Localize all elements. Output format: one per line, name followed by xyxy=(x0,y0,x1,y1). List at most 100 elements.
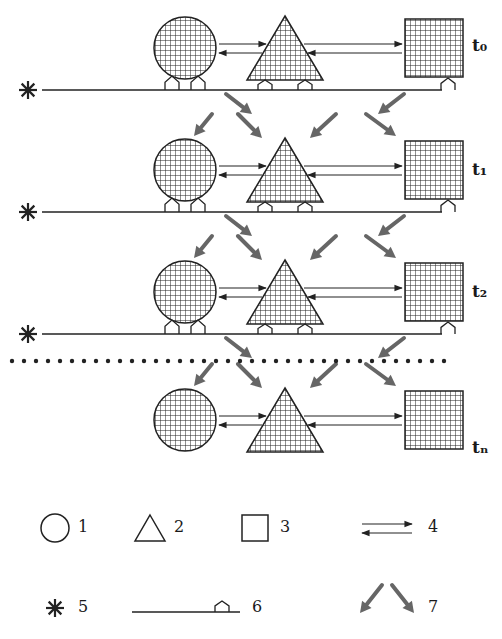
exchange-arrow xyxy=(219,296,262,297)
ellipsis-dot xyxy=(154,359,158,363)
exchange-arrow xyxy=(304,287,402,288)
ellipsis-dot xyxy=(310,359,314,363)
influence-arrow xyxy=(392,585,407,604)
influence-arrow xyxy=(201,114,212,127)
influence-arrow xyxy=(226,216,243,229)
influence-arrow xyxy=(366,114,387,129)
support-foot xyxy=(441,78,455,90)
exchange-arrow xyxy=(219,424,262,425)
influence-arrowhead xyxy=(384,125,396,136)
triangle-element xyxy=(135,515,165,541)
circle-element xyxy=(154,389,216,451)
exchange-arrow xyxy=(308,52,402,53)
support-foot xyxy=(298,324,312,334)
circle-element xyxy=(154,139,216,201)
exchange-arrow xyxy=(219,174,262,175)
legend-number: 7 xyxy=(428,598,438,616)
ellipsis-dot xyxy=(346,359,350,363)
influence-arrowhead xyxy=(378,225,390,236)
ellipsis-dot xyxy=(286,359,290,363)
time-row xyxy=(19,114,463,236)
substrate-line xyxy=(42,333,442,335)
legend-number: 1 xyxy=(78,518,88,536)
ellipsis-dot xyxy=(406,359,410,363)
legend-sample xyxy=(41,514,69,542)
ellipsis-dot xyxy=(442,359,446,363)
substrate-line xyxy=(42,89,442,91)
exchange-arrow xyxy=(304,415,402,416)
support-foot xyxy=(215,601,229,612)
exchange-arrow xyxy=(308,296,402,297)
ellipsis-dots xyxy=(10,359,446,363)
support-foot xyxy=(258,202,272,212)
influence-arrow xyxy=(318,364,336,381)
time-row xyxy=(19,236,463,358)
exchange-arrow xyxy=(219,43,266,44)
legend-sample xyxy=(135,515,165,541)
influence-arrowhead xyxy=(384,247,396,258)
ellipsis-dot xyxy=(214,359,218,363)
influence-arrowhead xyxy=(250,376,262,388)
influence-arrow xyxy=(387,216,404,229)
legend-number: 2 xyxy=(174,518,184,536)
square-element xyxy=(405,19,463,77)
circle-element xyxy=(154,17,216,79)
asterisk-ray xyxy=(22,84,35,97)
square-element xyxy=(405,141,463,199)
ellipsis-dot xyxy=(358,359,362,363)
square-element xyxy=(405,391,463,449)
influence-arrow xyxy=(318,114,336,131)
substrate-line xyxy=(42,211,442,213)
exchange-arrow xyxy=(308,174,402,175)
ellipsis-dot xyxy=(142,359,146,363)
influence-arrow xyxy=(238,114,254,130)
asterisk-ray xyxy=(22,328,35,341)
legend-sample xyxy=(360,585,414,613)
ellipsis-dot xyxy=(46,359,50,363)
influence-arrowhead xyxy=(310,248,322,260)
ellipsis-dot xyxy=(418,359,422,363)
ellipsis-dot xyxy=(202,359,206,363)
legend-number: 3 xyxy=(280,518,290,536)
exchange-arrow xyxy=(219,52,262,53)
asterisk-ray xyxy=(49,602,62,615)
ellipsis-dot xyxy=(70,359,74,363)
support-foot xyxy=(298,80,312,90)
support-foot xyxy=(298,202,312,212)
influence-arrow xyxy=(387,94,404,107)
time-label: tₙ xyxy=(472,438,489,457)
influence-arrowhead xyxy=(310,126,322,138)
ellipsis-dot xyxy=(34,359,38,363)
square-element xyxy=(242,515,268,541)
influence-arrowhead xyxy=(250,248,262,260)
asterisk-symbol xyxy=(19,325,37,343)
ellipsis-dot xyxy=(94,359,98,363)
exchange-arrow xyxy=(308,424,402,425)
asterisk-symbol xyxy=(46,599,64,617)
ellipsis-dot xyxy=(394,359,398,363)
time-row xyxy=(19,16,463,114)
ellipsis-dot xyxy=(382,359,386,363)
ellipsis-dot xyxy=(226,359,230,363)
exchange-arrow xyxy=(219,165,266,166)
influence-arrow xyxy=(201,236,212,249)
support-foot xyxy=(441,200,455,212)
influence-arrowhead xyxy=(402,601,414,613)
influence-arrowhead xyxy=(378,103,390,114)
support-foot xyxy=(258,80,272,90)
asterisk-core xyxy=(26,332,31,337)
ellipsis-dot xyxy=(274,359,278,363)
influence-arrowhead xyxy=(240,347,252,358)
influence-arrowhead xyxy=(250,126,262,138)
square-element xyxy=(405,263,463,321)
exchange-arrow xyxy=(362,523,412,524)
triangle-element xyxy=(247,16,323,80)
exchange-arrow xyxy=(304,43,402,44)
exchange-arrow xyxy=(219,287,266,288)
triangle-element xyxy=(247,260,323,324)
legend-number: 5 xyxy=(78,598,88,616)
influence-arrowhead xyxy=(194,374,206,386)
support-foot xyxy=(258,324,272,334)
